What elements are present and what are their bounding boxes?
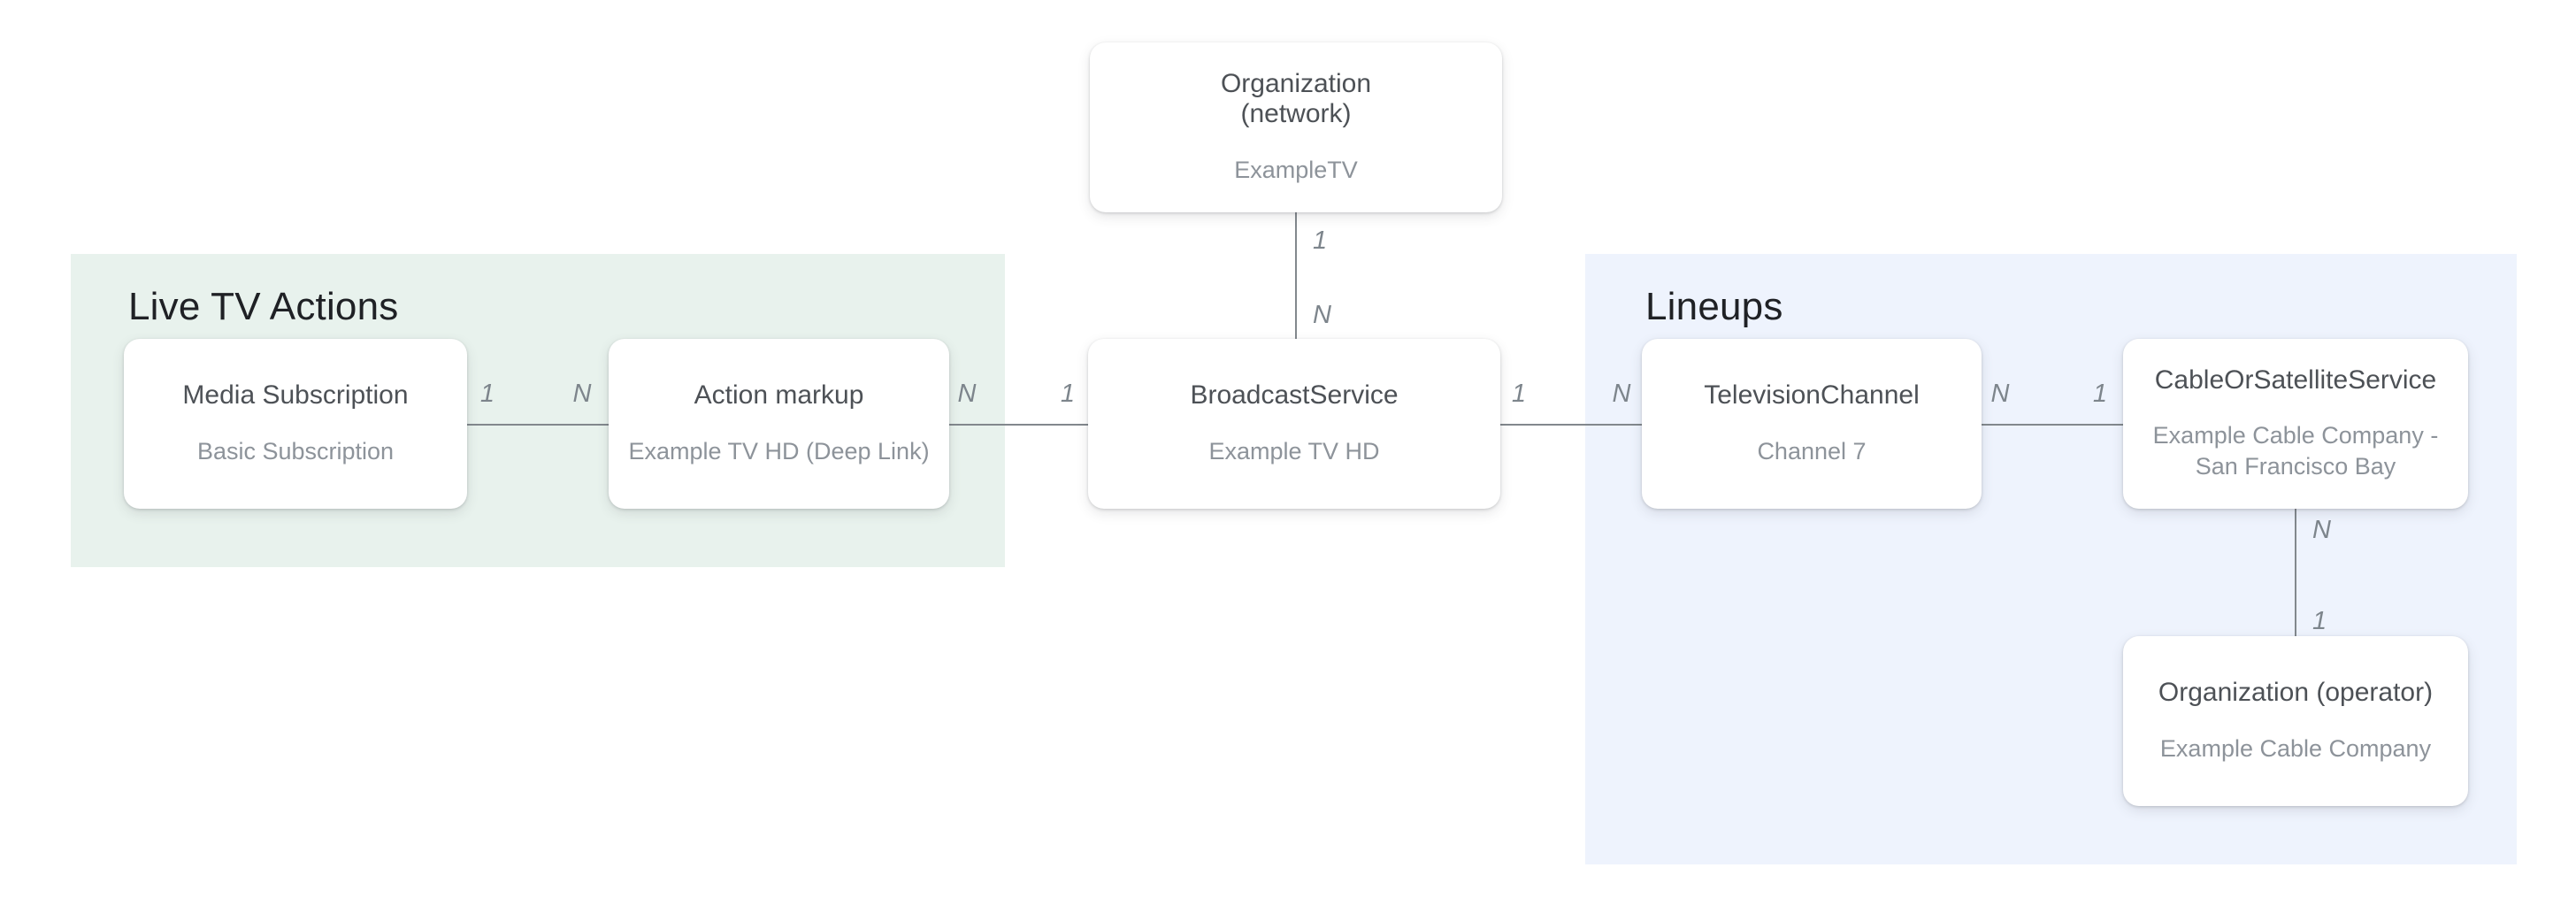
connector-action-to-broadcast xyxy=(949,424,1088,426)
connector-network-to-broadcast xyxy=(1295,212,1297,339)
cardinality-label: 1 xyxy=(1511,380,1527,408)
cardinality-label: N xyxy=(1612,380,1631,408)
cardinality-label: N xyxy=(1990,380,2010,408)
entity-subtitle: Example Cable Company xyxy=(2159,734,2432,762)
region-title-lineups: Lineups xyxy=(1645,285,1783,328)
cardinality-label: N xyxy=(572,380,592,408)
cardinality-label: N xyxy=(957,380,977,408)
cardinality-label: 1 xyxy=(1060,380,1076,408)
connector-channel-to-cable xyxy=(1982,424,2123,426)
entity-title: TelevisionChannel xyxy=(1704,380,1920,411)
entity-subtitle: Example TV HD xyxy=(1208,437,1380,465)
entity-card-organization-network: Organization (network) ExampleTV xyxy=(1090,42,1502,212)
entity-title: Organization (network) xyxy=(1220,68,1372,129)
entity-title: CableOrSatelliteService xyxy=(2154,365,2437,395)
entity-card-organization-operator: Organization (operator) Example Cable Co… xyxy=(2123,636,2468,806)
entity-subtitle: Example Cable Company - San Francisco Ba… xyxy=(2152,422,2439,480)
entity-subtitle: Basic Subscription xyxy=(196,437,395,465)
cardinality-label: N xyxy=(1313,301,1331,329)
cardinality-label: N xyxy=(2312,516,2331,544)
entity-title: Organization (operator) xyxy=(2158,678,2434,708)
entity-subtitle: Example TV HD (Deep Link) xyxy=(628,437,930,465)
region-title-live-tv-actions: Live TV Actions xyxy=(128,285,399,328)
entity-card-cable-or-satellite-service: CableOrSatelliteService Example Cable Co… xyxy=(2123,339,2468,509)
entity-card-television-channel: TelevisionChannel Channel 7 xyxy=(1642,339,1982,509)
entity-title: BroadcastService xyxy=(1190,380,1399,411)
cardinality-label: 1 xyxy=(2312,607,2327,635)
cardinality-label: 1 xyxy=(2092,380,2108,408)
connector-media-to-action xyxy=(467,424,609,426)
cardinality-label: 1 xyxy=(1313,226,1328,255)
cardinality-label: 1 xyxy=(479,380,495,408)
entity-subtitle: Channel 7 xyxy=(1757,437,1867,465)
connector-broadcast-to-channel xyxy=(1500,424,1642,426)
entity-card-action-markup: Action markup Example TV HD (Deep Link) xyxy=(609,339,949,509)
entity-subtitle: ExampleTV xyxy=(1234,156,1358,183)
entity-title: Action markup xyxy=(694,380,864,411)
connector-cable-to-operator xyxy=(2295,509,2296,636)
entity-card-broadcast-service: BroadcastService Example TV HD xyxy=(1088,339,1500,509)
entity-title: Media Subscription xyxy=(182,380,409,411)
entity-card-media-subscription: Media Subscription Basic Subscription xyxy=(124,339,467,509)
